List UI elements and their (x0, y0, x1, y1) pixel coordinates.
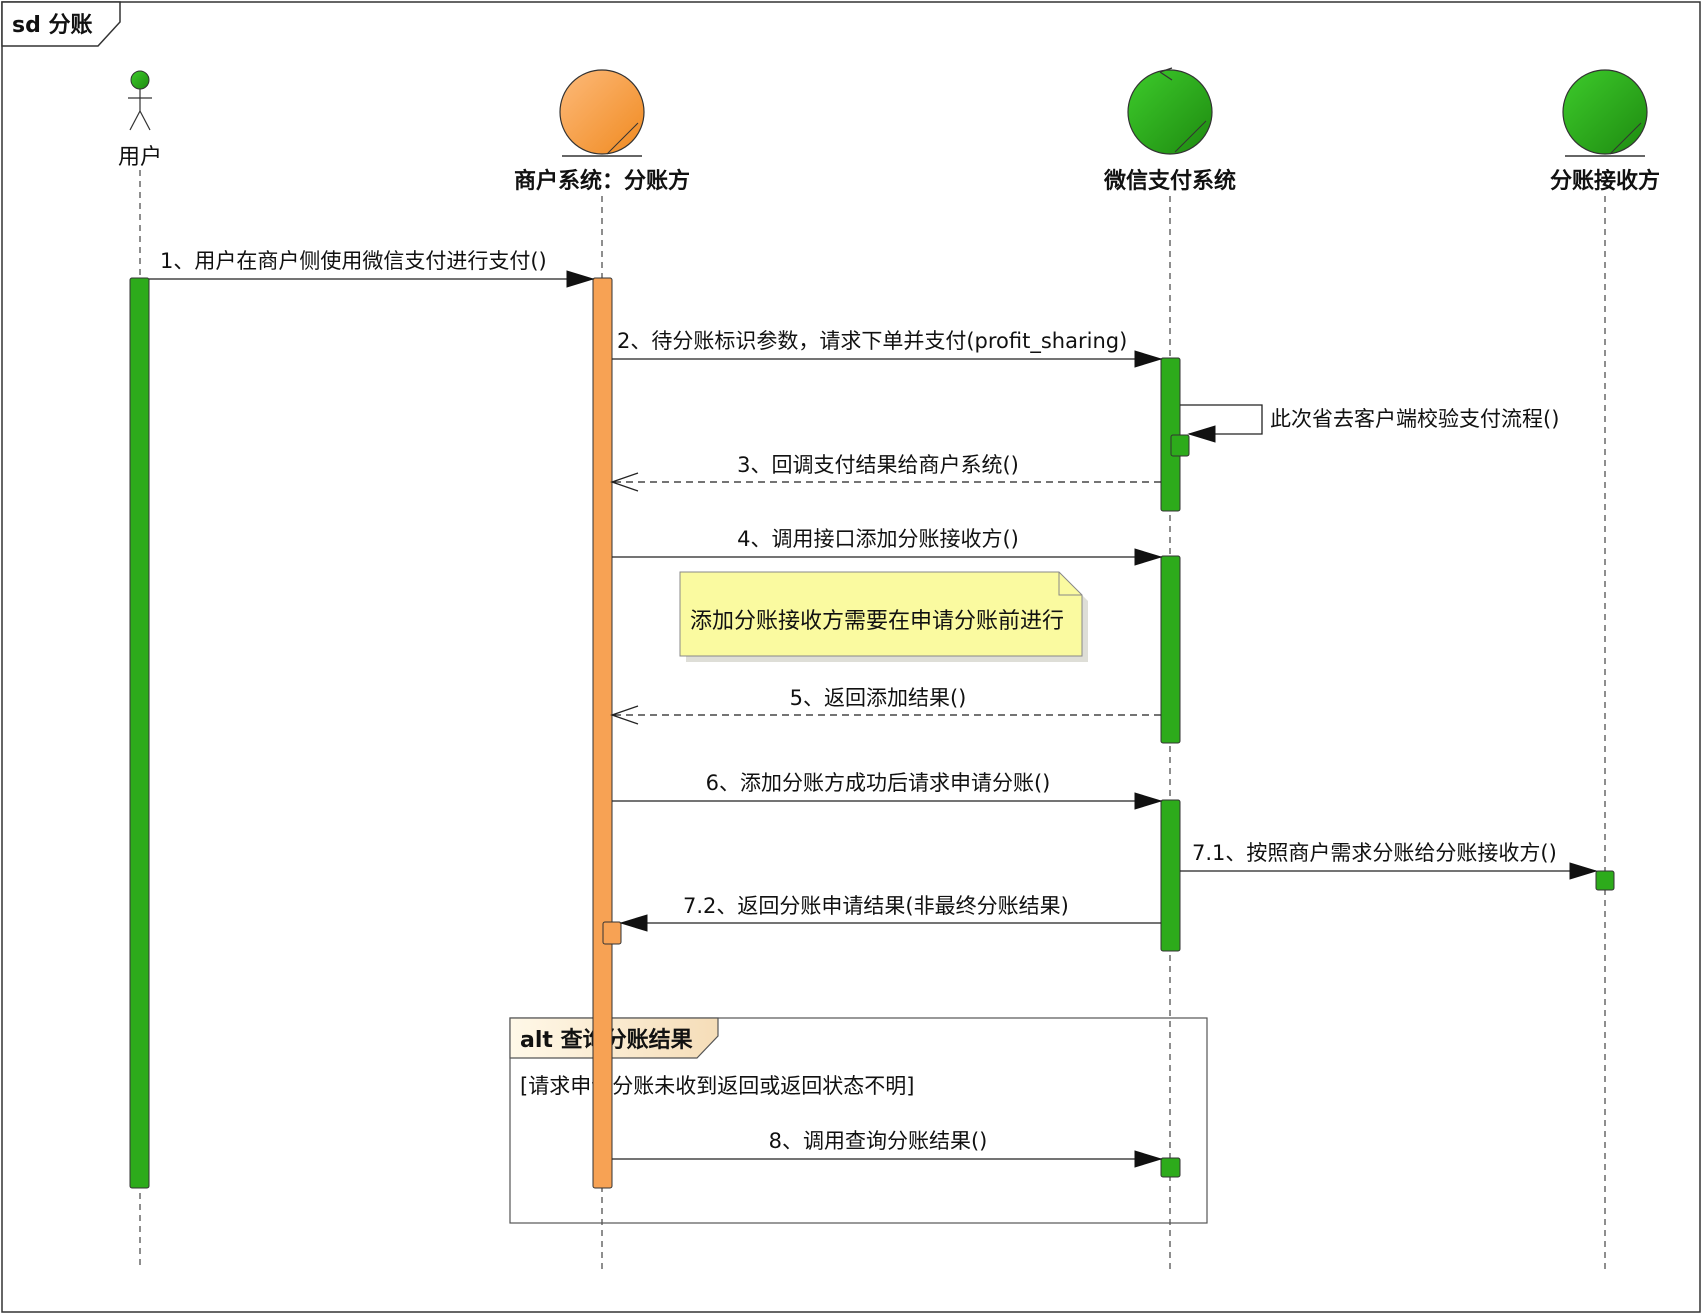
activation-receiver (1595, 870, 1615, 891)
msg-3-label: 3、回调支付结果给商户系统() (737, 453, 1019, 477)
activation-wechat-4 (1160, 1157, 1181, 1178)
activation-wechat-2 (1160, 555, 1181, 744)
entity-icon (559, 69, 645, 157)
open-arrow-heads (610, 472, 639, 725)
msg-1-label: 1、用户在商户侧使用微信支付进行支付() (160, 249, 547, 273)
self-msg-label: 此次省去客户端校验支付流程() (1270, 407, 1559, 431)
activation-wechat-3 (1160, 799, 1181, 952)
entity-icon (1562, 69, 1648, 157)
self-msg-line (1180, 404, 1263, 435)
note (679, 571, 1088, 662)
msg-6-label: 6、添加分账方成功后请求申请分账() (706, 771, 1051, 795)
frame-title: sd 分账 (12, 13, 93, 38)
alt-fragment (509, 1017, 1208, 1224)
msg-72-label: 7.2、返回分账申请结果(非最终分账结果) (683, 894, 1069, 918)
msg-71-label: 7.1、按照商户需求分账给分账接收方() (1192, 841, 1557, 865)
participant-wechat-label: 微信支付系统 (1103, 168, 1236, 194)
actor-icon (128, 70, 152, 131)
message-lines (149, 278, 1596, 1160)
activation-wechat-self (1170, 434, 1190, 457)
activation-merchant (592, 277, 613, 1189)
frame-tab (1, 1, 121, 47)
control-icon (1127, 67, 1213, 155)
msg-5-label: 5、返回添加结果() (790, 686, 967, 710)
activation-user (129, 277, 150, 1189)
msg-2-label: 2、待分账标识参数，请求下单并支付(profit_sharing) (617, 329, 1127, 354)
alt-guard: [请求申请分账未收到返回或返回状态不明] (520, 1074, 914, 1098)
msg-8-label: 8、调用查询分账结果() (769, 1129, 988, 1153)
activation-merchant-return (602, 921, 622, 945)
activations (129, 277, 1615, 1189)
participant-receiver-label: 分账接收方 (1550, 168, 1660, 194)
arrow-heads (566, 270, 1598, 1168)
participant-user-label: 用户 (118, 145, 162, 170)
note-text: 添加分账接收方需要在申请分账前进行 (690, 609, 1064, 634)
msg-4-label: 4、调用接口添加分账接收方() (737, 527, 1019, 551)
participant-merchant-label: 商户系统：分账方 (514, 168, 690, 194)
